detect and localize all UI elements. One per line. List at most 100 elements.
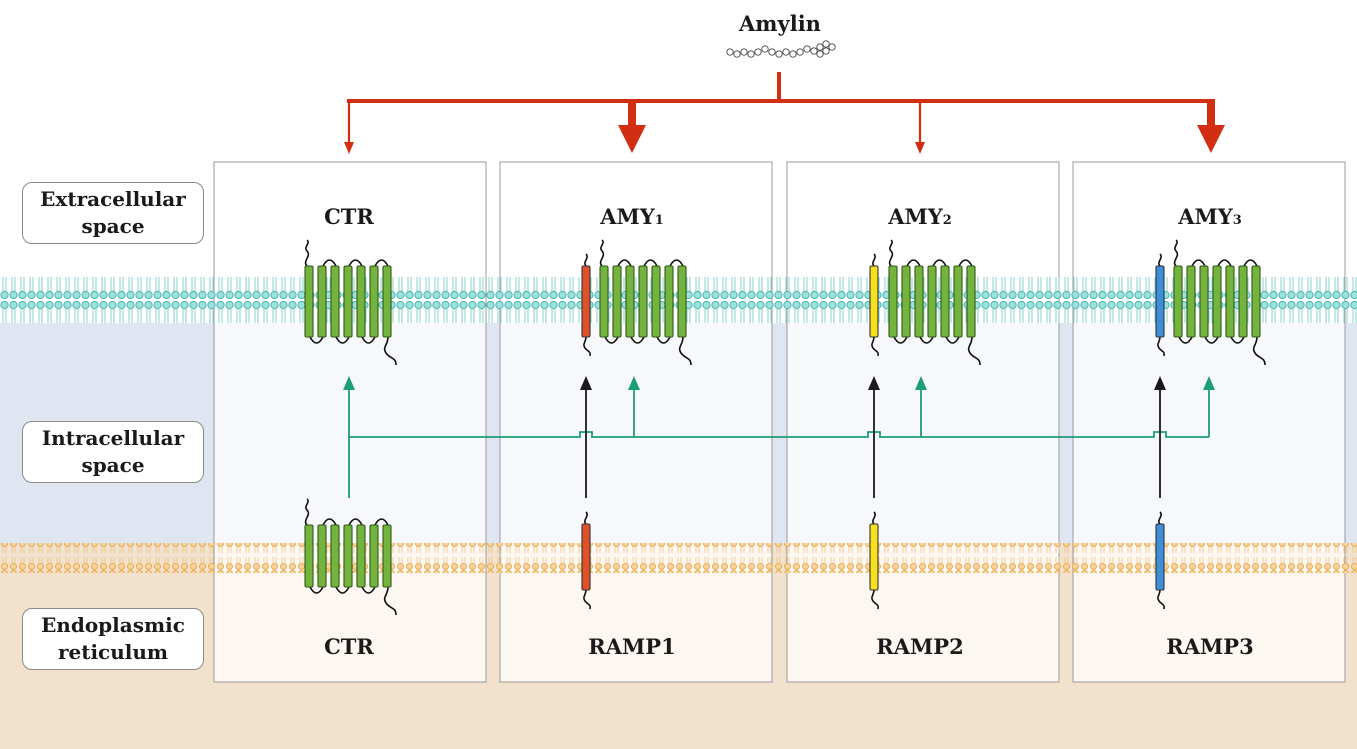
transmembrane-helix xyxy=(343,265,353,338)
receptor-name-main: AMY xyxy=(599,204,656,229)
amylin-residue xyxy=(754,48,762,56)
amylin-residue xyxy=(828,43,836,51)
amylin-residue xyxy=(747,50,755,58)
ctr-receptor-plasma-membrane xyxy=(888,239,981,366)
transmembrane-helix xyxy=(369,524,379,588)
ramp-trafficking-arrow-3 xyxy=(1154,376,1166,498)
receptor-name-label: AMY1 xyxy=(599,204,664,229)
extracellular-label-line2: space xyxy=(81,214,145,238)
receptor-name-label: CTR xyxy=(324,204,374,229)
receptor-name-main: CTR xyxy=(324,204,374,229)
er-label-line2: reticulum xyxy=(57,640,169,664)
er-protein-label: RAMP2 xyxy=(876,634,963,659)
receptor-panels xyxy=(213,161,1346,683)
ramp-er xyxy=(581,511,591,610)
transmembrane-helix xyxy=(612,265,622,338)
transmembrane-helix xyxy=(625,265,635,338)
amylin-label: Amylin xyxy=(738,11,821,36)
ctr-receptor-plasma-membrane xyxy=(304,239,397,366)
transmembrane-helix xyxy=(651,265,661,338)
ramp-trafficking-arrow-1 xyxy=(580,376,592,498)
transmembrane-helix xyxy=(914,265,924,338)
transmembrane-helix xyxy=(343,524,353,588)
ramp-trafficking-arrow-2 xyxy=(868,376,880,498)
transmembrane-helix xyxy=(1186,265,1196,338)
transmembrane-helix xyxy=(317,524,327,588)
ramp-er xyxy=(869,511,879,610)
amylin-residue xyxy=(803,45,811,53)
transmembrane-helix xyxy=(1199,265,1209,338)
transmembrane-helix xyxy=(1212,265,1222,338)
er-label-line1: Endoplasmic xyxy=(41,613,185,637)
receptor-name-label: AMY2 xyxy=(887,204,952,229)
receptor-name-subscript: 3 xyxy=(1233,213,1242,228)
transmembrane-helix xyxy=(330,524,340,588)
transmembrane-helix xyxy=(1225,265,1235,338)
arrows xyxy=(343,72,1225,498)
transmembrane-helix xyxy=(330,265,340,338)
extracellular-label-line1: Extracellular xyxy=(40,187,186,211)
transmembrane-helix xyxy=(382,524,392,588)
receptor-name-label: AMY3 xyxy=(1177,204,1242,229)
amylin-arrow-3 xyxy=(915,99,925,154)
amylin-residue xyxy=(789,50,797,58)
ramp-plasma-membrane xyxy=(869,253,879,357)
amylin-residue xyxy=(822,47,830,55)
er-protein-label: CTR xyxy=(324,634,374,659)
amylin-residue xyxy=(796,48,804,56)
transmembrane-helix xyxy=(304,524,314,588)
transmembrane-helix xyxy=(369,265,379,338)
amylin-residue xyxy=(726,48,734,56)
transmembrane-helix xyxy=(677,265,687,338)
amylin-residue xyxy=(761,45,769,53)
amylin-residue xyxy=(816,50,824,58)
amylin-arrow-1 xyxy=(344,99,354,154)
amylin-arrow-2 xyxy=(618,99,646,153)
receptor-panel xyxy=(499,161,773,683)
transmembrane-helix xyxy=(304,265,314,338)
er-membrane xyxy=(0,543,1357,573)
ctr-receptor-plasma-membrane xyxy=(1173,239,1266,366)
ctr-receptor-plasma-membrane xyxy=(599,239,692,366)
transmembrane-helix xyxy=(317,265,327,338)
intracellular-label-line2: space xyxy=(81,453,145,477)
amylin-residue xyxy=(782,48,790,56)
amylin-residue xyxy=(733,50,741,58)
transmembrane-helix xyxy=(888,265,898,338)
amylin-peptide-icon xyxy=(726,40,836,58)
er-protein-label: RAMP3 xyxy=(1166,634,1253,659)
transmembrane-helix xyxy=(638,265,648,338)
amylin-residue xyxy=(768,48,776,56)
transmembrane-helix xyxy=(382,265,392,338)
transmembrane-helix xyxy=(927,265,937,338)
receptor-panel xyxy=(213,161,487,683)
transmembrane-helix xyxy=(664,265,674,338)
amylin-residue xyxy=(810,47,818,55)
transmembrane-helix xyxy=(1173,265,1183,338)
transmembrane-helix xyxy=(1238,265,1248,338)
transmembrane-helix xyxy=(599,265,609,338)
amylin-residue xyxy=(740,48,748,56)
ramp-plasma-membrane xyxy=(581,253,591,357)
endoplasmic-reticulum-label: Endoplasmic reticulum xyxy=(22,608,204,670)
transmembrane-helix xyxy=(966,265,976,338)
transmembrane-helix xyxy=(953,265,963,338)
transmembrane-helix xyxy=(356,265,366,338)
intracellular-space-label: Intracellular space xyxy=(22,421,204,483)
amylin-residue xyxy=(822,40,830,48)
receptor-name-main: AMY xyxy=(887,204,944,229)
receptor-name-main: AMY xyxy=(1177,204,1234,229)
receptor-panel xyxy=(786,161,1060,683)
ramp-er xyxy=(1155,511,1165,610)
transmembrane-helix xyxy=(901,265,911,338)
ramp-plasma-membrane xyxy=(1155,253,1165,357)
intracellular-label-line1: Intracellular xyxy=(41,426,185,450)
amylin-arrow-4 xyxy=(1197,99,1225,153)
proteins xyxy=(304,239,1266,616)
transmembrane-helix xyxy=(940,265,950,338)
extracellular-space-label: Extracellular space xyxy=(22,182,204,244)
receptor-name-subscript: 2 xyxy=(943,213,952,228)
ctr-receptor-er xyxy=(304,498,397,616)
